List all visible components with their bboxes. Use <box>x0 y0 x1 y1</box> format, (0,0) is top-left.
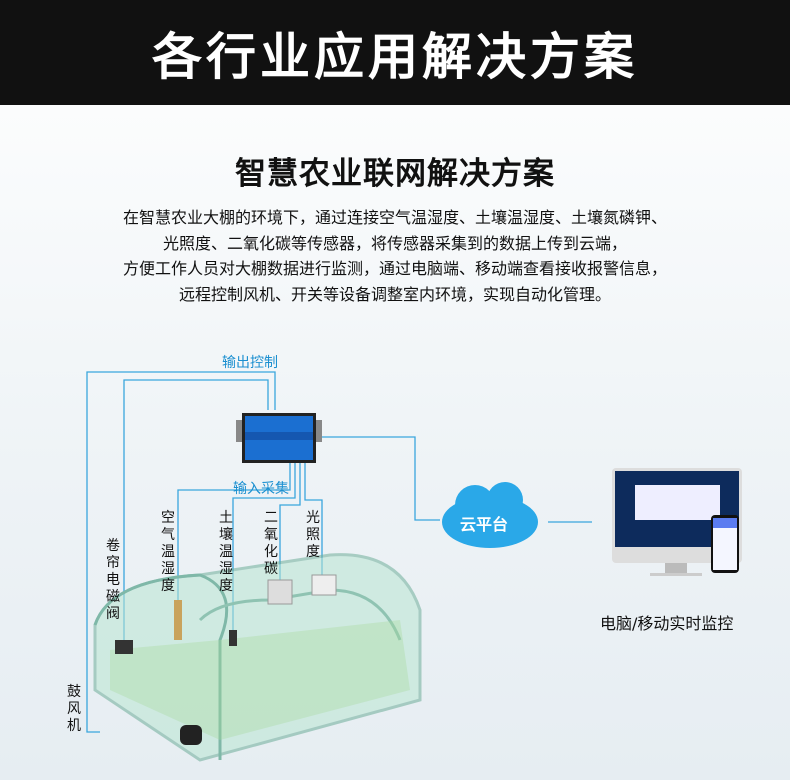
greenhouse <box>93 553 422 762</box>
cloud-icon <box>442 482 538 548</box>
gateway-device <box>236 413 322 463</box>
desc-line: 光照度、二氧化碳等传感器，将传感器采集到的数据上传到云端， <box>162 233 627 253</box>
desc-line: 远程控制风机、开关等设备调整室内环境，实现自动化管理。 <box>178 284 611 304</box>
monitor-icon <box>612 468 742 576</box>
connection-lines <box>86 371 592 733</box>
section-description: 在智慧农业大棚的环境下，通过连接空气温湿度、土壤温湿度、土壤氮磷钾、 光照度、二… <box>0 205 790 307</box>
monitor-caption: 电脑/移动实时监控 <box>600 614 734 633</box>
sensor-light-label: 光照度 <box>306 510 320 560</box>
actuator-fan-label: 鼓风机 <box>67 684 81 734</box>
sensor-air-label: 空气温湿度 <box>161 510 175 594</box>
section-title: 智慧农业联网解决方案 <box>235 156 555 192</box>
sensor-co2-label: 二氧化碳 <box>264 510 278 577</box>
actuator-valve-label: 卷帘电磁阀 <box>106 538 120 622</box>
desc-line: 方便工作人员对大棚数据进行监测，通过电脑端、移动端查看接收报警信息， <box>122 259 667 278</box>
input-collect-label: 输入采集 <box>233 481 289 497</box>
sensor-soil-label: 土壤温湿度 <box>219 510 233 594</box>
header-title: 各行业应用解决方案 <box>152 27 638 86</box>
output-control-label: 输出控制 <box>222 355 278 371</box>
cloud-platform-label: 云平台 <box>460 515 509 534</box>
desc-line: 在智慧农业大棚的环境下，通过连接空气温湿度、土壤温湿度、土壤氮磷钾、 <box>122 208 667 227</box>
header-banner: 各行业应用解决方案 <box>0 0 790 105</box>
